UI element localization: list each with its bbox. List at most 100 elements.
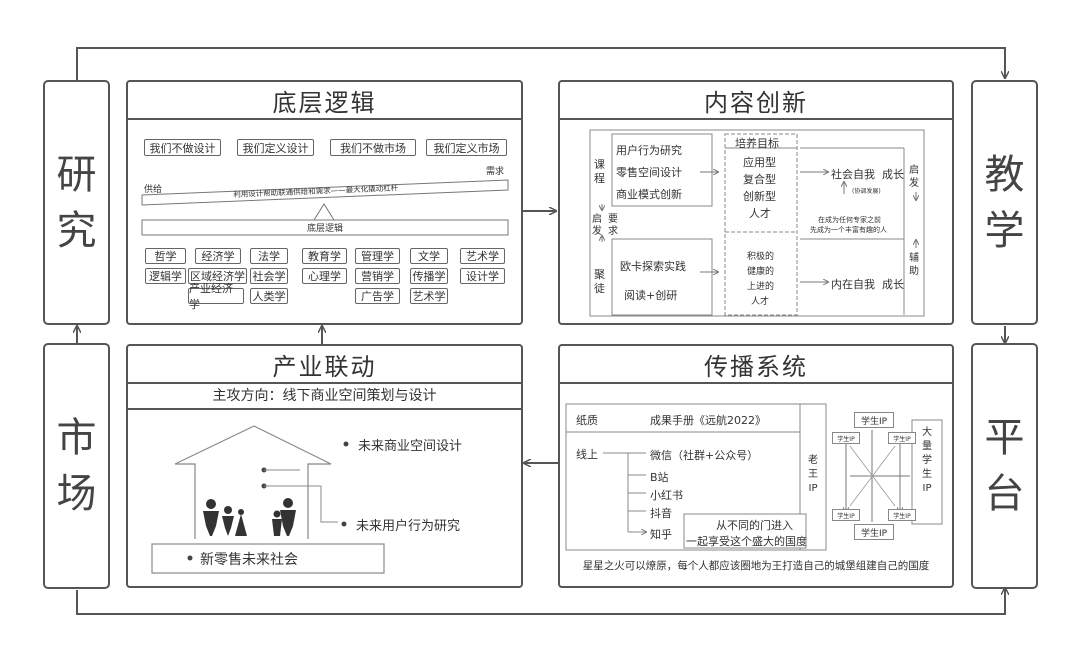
social-self-label: 社会自我: [831, 168, 875, 181]
inspire-left-label: 启发: [592, 214, 602, 237]
quality-item: 上进的: [747, 282, 775, 292]
course-item: 用户行为研究: [616, 144, 682, 157]
spread-title: 传播系统: [560, 346, 952, 384]
logic-top-tag-2: 我们定义设计: [237, 139, 314, 156]
platform-char-1: 平: [984, 415, 1025, 461]
industry-title: 产业联动: [128, 346, 521, 384]
goal-item: 创新型: [743, 190, 776, 203]
research-char-1: 研: [56, 151, 97, 198]
big-star-char: IP: [922, 483, 932, 494]
discipline-tag: 经济学: [195, 248, 241, 264]
base-label: 底层逻辑: [306, 224, 343, 234]
teaching-char-2: 学: [984, 207, 1025, 254]
quality-item: 人才: [751, 297, 770, 307]
student-ip-node: 学生IP: [854, 524, 894, 540]
spread-panel: 传播系统 纸质 成果手册《远航2022》 线上 微信（社群+公众号） B站 小红…: [558, 344, 954, 588]
teaching-box: 教 学: [971, 80, 1038, 325]
channel-item: B站: [650, 471, 669, 484]
goal-item: 应用型: [743, 156, 776, 169]
platform-box: 平 台: [971, 343, 1038, 589]
channel-item: 小红书: [650, 489, 683, 502]
channel-item: 微信（社群+公众号）: [650, 449, 759, 462]
demand-label: 需求: [486, 167, 505, 177]
student-ip-node: 学生IP: [832, 509, 860, 521]
big-star-char: 学: [922, 455, 932, 466]
market-char-2: 场: [56, 471, 97, 517]
discipline-tag: 教育学: [302, 248, 347, 264]
discipline-tag: 逻辑学: [145, 268, 186, 284]
laowang-char: IP: [808, 483, 818, 494]
require-label: 要求: [608, 214, 618, 237]
industry-item-3: 新零售未来社会: [200, 552, 298, 568]
discipline-tag: 哲学: [145, 248, 186, 264]
laowang-char: 老: [808, 455, 818, 466]
market-char-1: 市: [56, 415, 97, 461]
practice-item: 阅读+创研: [624, 289, 678, 302]
discipline-tag: 法学: [250, 248, 288, 264]
research-box: 研 究: [43, 80, 110, 325]
industry-subtitle: 主攻方向：线下商业空间策划与设计: [128, 382, 521, 410]
quality-item: 健康的: [747, 267, 775, 277]
discipline-tag: 区域经济学: [188, 268, 247, 284]
big-star-char: 生: [922, 469, 932, 480]
house-illustration: [151, 425, 385, 574]
spread-footer: 星星之火可以燎原，每个人都应该圈地为王打造自己的城堡组建自己的国度: [582, 560, 930, 572]
channel-item: 知乎: [650, 528, 672, 541]
discipline-tag: 传播学: [410, 268, 448, 284]
student-ip-node: 学生IP: [854, 412, 894, 428]
discipline-tag: 人类学: [250, 288, 288, 304]
platform-char-2: 台: [984, 471, 1025, 517]
goal-item: 人才: [749, 207, 771, 220]
discipline-tag: 心理学: [302, 268, 347, 284]
door-line-1: 从不同的门进入: [716, 519, 793, 532]
discipline-tag: 艺术学: [460, 248, 505, 264]
big-star-char: 大: [922, 427, 932, 438]
loop-top-connector: [76, 47, 1005, 80]
logic-title: 底层逻辑: [128, 82, 521, 120]
goal-title: 培养目标: [735, 137, 779, 150]
student-ip-node: 学生IP: [832, 432, 860, 444]
inner-self-label: 内在自我: [831, 278, 875, 291]
student-ip-node: 学生IP: [888, 509, 916, 521]
discipline-tag: 设计学: [460, 268, 505, 284]
big-star-ip: 大 量 学 生 IP: [919, 426, 935, 496]
goal-item: 复合型: [743, 173, 776, 186]
industry-item-2: 未来用户行为研究: [356, 519, 461, 534]
supply-label: 供给: [144, 185, 163, 195]
quality-item: 积极的: [747, 252, 775, 262]
discipline-tag: 营销学: [355, 268, 400, 284]
big-star-char: 量: [922, 441, 932, 452]
goal-note-1: 在成为任何专家之前: [818, 216, 881, 224]
course-label: 课程: [594, 158, 605, 185]
mutual-label: (协调发展): [852, 188, 881, 195]
door-line-2: 一起享受这个盛大的国度: [686, 535, 807, 548]
discipline-tag: 产业经济学: [188, 282, 244, 311]
inspire-right-label: 启发: [909, 165, 919, 189]
laowang-ip: 老 王 IP: [806, 454, 820, 496]
handbook-label: 成果手册《远航2022》: [650, 414, 766, 427]
content-structure: [589, 129, 925, 317]
discipline-tag: 文学: [410, 248, 448, 264]
cohesion-label: 聚徒: [594, 268, 605, 295]
course-item: 零售空间设计: [616, 166, 682, 179]
family-icon: [203, 498, 296, 536]
course-item: 商业模式创新: [616, 188, 682, 201]
content-title: 内容创新: [560, 82, 952, 120]
assist-label: 辅助: [909, 253, 919, 277]
online-label: 线上: [576, 448, 598, 461]
laowang-char: 王: [808, 469, 818, 480]
grow-label-1: 成长: [882, 168, 904, 181]
discipline-tag: 管理学: [355, 248, 400, 264]
paper-label: 纸质: [576, 414, 598, 427]
content-panel: 内容创新 课程 启发 要求 聚徒 用户行为研究 零售空间设计 商业模式创新 欧: [558, 80, 954, 325]
logic-top-tag-1: 我们不做设计: [144, 139, 221, 156]
discipline-tag: 社会学: [250, 268, 288, 284]
logic-panel: 底层逻辑 我们不做设计 我们定义设计 我们不做市场 我们定义市场 供给 需求 利…: [126, 80, 523, 325]
channel-item: 抖音: [650, 507, 672, 520]
goal-note-2: 先成为一个丰富有趣的人: [810, 226, 887, 234]
industry-item-1: 未来商业空间设计: [358, 439, 463, 454]
practice-item: 欧卡探索实践: [620, 260, 686, 273]
industry-panel: 产业联动 主攻方向：线下商业空间策划与设计 未来商业空间设计 未来用户行为研究 …: [126, 344, 523, 588]
discipline-tag: 艺术学: [410, 288, 448, 304]
